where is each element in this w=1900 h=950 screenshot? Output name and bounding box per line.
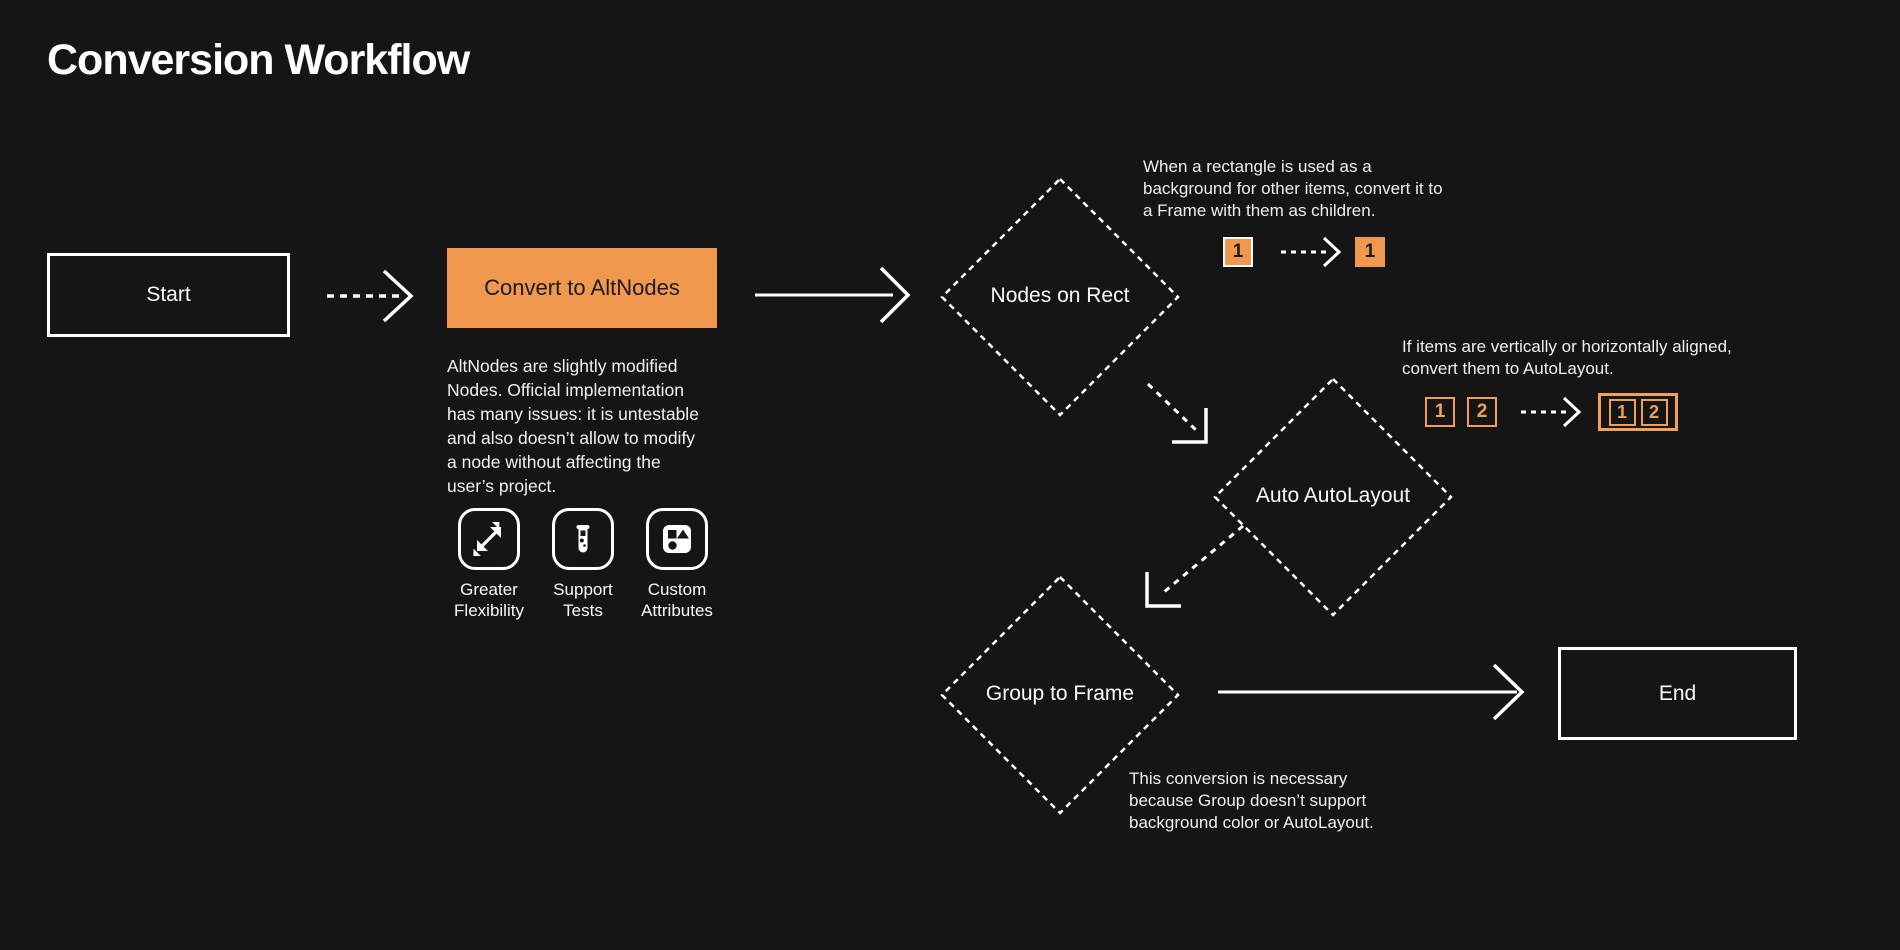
- test-tube-icon: [576, 525, 590, 553]
- arrow-convert-to-nodes-on-rect: [755, 266, 911, 324]
- group-to-frame-diamond: [940, 575, 1180, 815]
- auto-autolayout-diamond: [1213, 377, 1453, 617]
- feature-custom-attributes: Custom Attributes: [630, 508, 724, 621]
- arrow-start-to-convert: [327, 269, 414, 323]
- expand-arrows-icon: [473, 522, 501, 556]
- group-to-frame-label: Group to Frame: [985, 682, 1135, 705]
- nodes-on-rect-annotation: When a rectangle is used as a background…: [1143, 157, 1443, 220]
- rect-note-after-items: 1: [1355, 237, 1385, 267]
- item-box: 2: [1467, 397, 1497, 427]
- arrow-rect-note-transform: [1281, 236, 1342, 268]
- auto-autolayout-label: Auto AutoLayout: [1255, 484, 1411, 507]
- feature-icon-box: [552, 508, 614, 570]
- feature-support-tests: Support Tests: [536, 508, 630, 621]
- start-node-label: Start: [146, 283, 191, 306]
- nodes-on-rect-label: Nodes on Rect: [990, 284, 1130, 307]
- altnodes-note: AltNodes are slightly modified Nodes. Of…: [447, 356, 699, 496]
- group-to-frame-annotation: This conversion is necessary because Gro…: [1129, 769, 1374, 832]
- page-title: Conversion Workflow: [47, 36, 470, 84]
- arrow-nodes-on-rect-to-auto-autolayout: [1146, 382, 1208, 444]
- rect-note-before-items: 1: [1223, 237, 1253, 267]
- autolayout-note-after-container: 1 2: [1598, 393, 1678, 431]
- autolayout-note-before-items: 1 2: [1425, 397, 1497, 427]
- item-box: 1: [1355, 237, 1385, 267]
- feature-label: Greater Flexibility: [454, 580, 524, 620]
- auto-autolayout-annotation: If items are vertically or horizontally …: [1402, 337, 1732, 378]
- item-box: 2: [1640, 398, 1668, 426]
- item-box: 1: [1425, 397, 1455, 427]
- arrow-auto-autolayout-to-group-to-frame: [1145, 524, 1244, 608]
- end-node: End: [1558, 647, 1797, 740]
- arrow-autolayout-note-transform: [1521, 396, 1582, 428]
- arrow-group-to-frame-to-end: [1218, 663, 1525, 721]
- feature-icon-box: [646, 508, 708, 570]
- feature-icon-box: [458, 508, 520, 570]
- end-node-label: End: [1658, 681, 1697, 705]
- item-box: 1: [1223, 237, 1253, 267]
- altnodes-features-row: Greater Flexibility Support Tests: [442, 508, 724, 621]
- shapes-icon: [663, 525, 691, 553]
- feature-label: Custom Attributes: [641, 580, 713, 620]
- item-box: 1: [1608, 398, 1636, 426]
- convert-to-altnodes-label: Convert to AltNodes: [484, 275, 680, 300]
- feature-label: Support Tests: [553, 580, 613, 620]
- start-node: Start: [47, 253, 290, 337]
- convert-to-altnodes-node: Convert to AltNodes: [447, 248, 717, 328]
- nodes-on-rect-diamond: [940, 177, 1180, 417]
- feature-greater-flexibility: Greater Flexibility: [442, 508, 536, 621]
